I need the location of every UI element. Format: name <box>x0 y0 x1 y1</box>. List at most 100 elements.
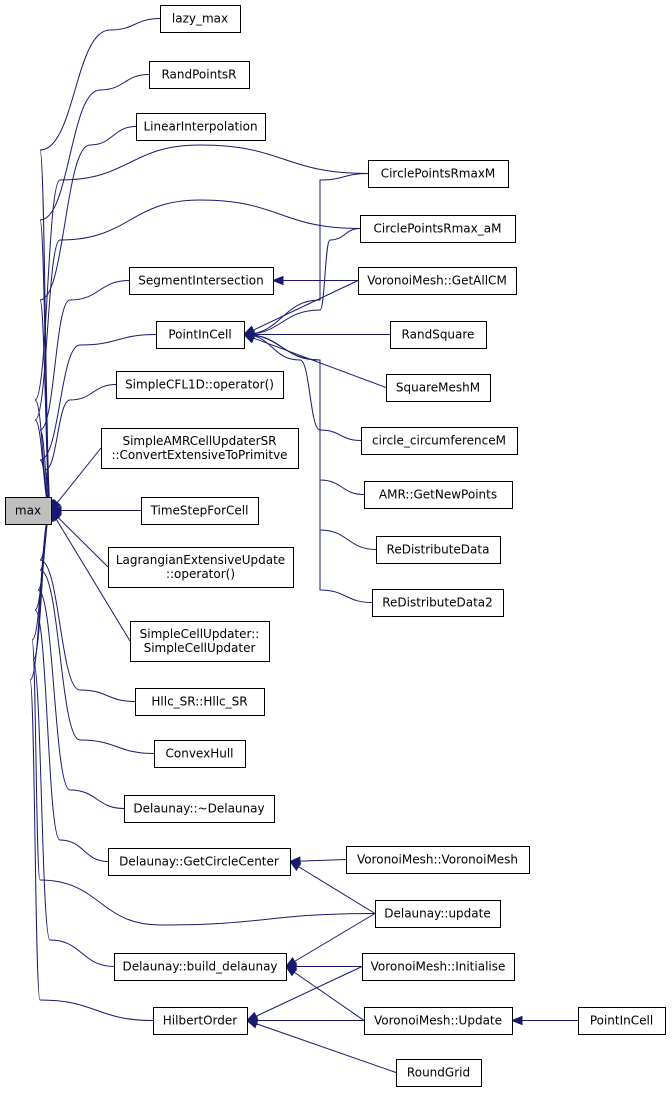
node-label: max <box>15 504 41 518</box>
node-box <box>361 427 518 455</box>
node-label: RandPointsR <box>161 68 236 82</box>
node-box <box>390 321 487 349</box>
edge-SimpleCFL1D-to-max <box>44 384 117 511</box>
node-box <box>375 900 501 928</box>
node-SegmentIntersection[interactable]: SegmentIntersection <box>129 267 274 295</box>
node-label: Delaunay::update <box>384 907 490 921</box>
node-label: Delaunay::GetCircleCenter <box>119 855 279 869</box>
node-box <box>129 267 274 295</box>
node-label: VoronoiMesh::GetAllCM <box>367 274 507 288</box>
node-Hllc_SR[interactable]: Hllc_SR::Hllc_SR <box>135 688 265 716</box>
node-box <box>153 1007 248 1035</box>
node-VoronoiMesh_Update[interactable]: VoronoiMesh::Update <box>364 1007 513 1035</box>
node-label: CirclePointsRmaxM <box>381 167 496 181</box>
arrowhead-Delaunay_build_delaunay <box>284 965 298 977</box>
node-CirclePointsRmax_aM[interactable]: CirclePointsRmax_aM <box>360 215 516 243</box>
node-VoronoiMesh_Initialise[interactable]: VoronoiMesh::Initialise <box>362 953 515 981</box>
edge-PointInCell-to-max <box>39 334 157 511</box>
node-LagrangianExtensiveUpdate[interactable]: LagrangianExtensiveUpdate::operator() <box>108 547 294 588</box>
edge-Delaunay_update-to-max <box>31 510 376 926</box>
node-box <box>141 497 259 525</box>
node-ReDistributeData[interactable]: ReDistributeData <box>376 536 501 564</box>
node-label: LinearInterpolation <box>143 120 257 134</box>
node-box <box>396 1059 482 1087</box>
edge-VoronoiMesh_Initialise-to-HilbertOrder <box>246 966 363 1021</box>
node-PointInCell2[interactable]: PointInCell <box>578 1007 666 1035</box>
node-SimpleCFL1D[interactable]: SimpleCFL1D::operator() <box>116 371 284 399</box>
edge-Delaunay_update-to-Delaunay_build_delaunay <box>285 913 376 967</box>
node-VoronoiMesh_GetAllCM[interactable]: VoronoiMesh::GetAllCM <box>358 267 517 295</box>
node-label: AMR::GetNewPoints <box>379 488 497 502</box>
node-box <box>124 795 275 823</box>
node-label: VoronoiMesh::Initialise <box>371 960 506 974</box>
node-box <box>376 536 501 564</box>
node-VoronoiMesh_VoronoiMesh[interactable]: VoronoiMesh::VoronoiMesh <box>346 846 530 874</box>
edge-RoundGrid-to-HilbertOrder <box>246 1020 397 1073</box>
arrowhead-PointInCell <box>242 333 256 343</box>
node-CirclePointsRmaxM[interactable]: CirclePointsRmaxM <box>368 160 509 188</box>
node-label: VoronoiMesh::Update <box>374 1014 502 1028</box>
node-label: RandSquare <box>402 328 475 342</box>
node-box <box>160 5 241 33</box>
node-box <box>108 547 294 588</box>
node-label: PointInCell <box>168 328 231 342</box>
node-TimeStepForCell[interactable]: TimeStepForCell <box>141 497 259 525</box>
node-label: PointInCell <box>590 1014 653 1028</box>
node-box <box>136 113 266 141</box>
edge-CirclePointsRmaxM-to-max <box>34 144 369 511</box>
node-SimpleAMRCellUpdaterSR[interactable]: SimpleAMRCellUpdaterSR::ConvertExtensive… <box>101 428 299 469</box>
node-ReDistributeData2[interactable]: ReDistributeData2 <box>372 589 504 617</box>
node-label: SimpleCFL1D::operator() <box>125 378 274 392</box>
edge-CirclePointsRmaxM-to-PointInCell <box>243 173 369 335</box>
node-Delaunay_build_delaunay[interactable]: Delaunay::build_delaunay <box>114 953 287 981</box>
node-Delaunay_update[interactable]: Delaunay::update <box>375 900 501 928</box>
node-box <box>578 1007 666 1035</box>
node-label: SimpleAMRCellUpdaterSR <box>122 434 276 448</box>
node-SquareMeshM[interactable]: SquareMeshM <box>386 374 491 402</box>
node-label: ::ConvertExtensiveToPrimitve <box>111 448 287 462</box>
arrowhead-Delaunay_GetCircleCenter <box>288 860 302 872</box>
node-box <box>108 848 291 876</box>
node-lazy_max[interactable]: lazy_max <box>160 5 241 33</box>
node-label: LagrangianExtensiveUpdate <box>116 553 285 567</box>
node-RandSquare[interactable]: RandSquare <box>390 321 487 349</box>
node-AMR_GetNewPoints[interactable]: AMR::GetNewPoints <box>364 481 513 509</box>
node-ConvexHull[interactable]: ConvexHull <box>154 740 246 768</box>
edge-Delaunay_build_delaunay-to-max <box>32 510 115 967</box>
edge-Delaunay_update-to-Delaunay_GetCircleCenter <box>289 861 376 914</box>
node-box <box>364 481 513 509</box>
node-box <box>101 428 299 469</box>
node-box <box>368 160 509 188</box>
node-box <box>360 215 516 243</box>
edge-SimpleCellUpdater-to-max <box>50 510 131 642</box>
node-Delaunay_dtor[interactable]: Delaunay::~Delaunay <box>124 795 275 823</box>
node-box <box>5 497 52 525</box>
edge-SimpleAMRCellUpdaterSR-to-max <box>50 447 102 511</box>
node-PointInCell[interactable]: PointInCell <box>156 321 245 349</box>
node-box <box>149 61 250 89</box>
node-label: CirclePointsRmax_aM <box>374 222 502 236</box>
node-RandPointsR[interactable]: RandPointsR <box>149 61 250 89</box>
node-circle_circumferenceM[interactable]: circle_circumferenceM <box>361 427 518 455</box>
node-label: lazy_max <box>172 12 228 26</box>
node-box <box>114 953 287 981</box>
edge-VoronoiMesh_GetAllCM-to-PointInCell <box>243 280 359 335</box>
node-box <box>156 321 245 349</box>
edge-CirclePointsRmax_aM-to-max <box>34 199 361 511</box>
node-box <box>135 688 265 716</box>
node-label: ReDistributeData2 <box>382 596 493 610</box>
node-SimpleCellUpdater[interactable]: SimpleCellUpdater::SimpleCellUpdater <box>130 621 270 662</box>
node-RoundGrid[interactable]: RoundGrid <box>396 1059 482 1087</box>
node-max[interactable]: max <box>5 497 52 525</box>
arrowhead-max <box>50 499 62 512</box>
node-LinearInterpolation[interactable]: LinearInterpolation <box>136 113 266 141</box>
node-box <box>364 1007 513 1035</box>
edges-layer <box>29 18 578 1073</box>
node-Delaunay_GetCircleCenter[interactable]: Delaunay::GetCircleCenter <box>108 848 291 876</box>
node-box <box>362 953 515 981</box>
node-box <box>372 589 504 617</box>
node-HilbertOrder[interactable]: HilbertOrder <box>153 1007 248 1035</box>
